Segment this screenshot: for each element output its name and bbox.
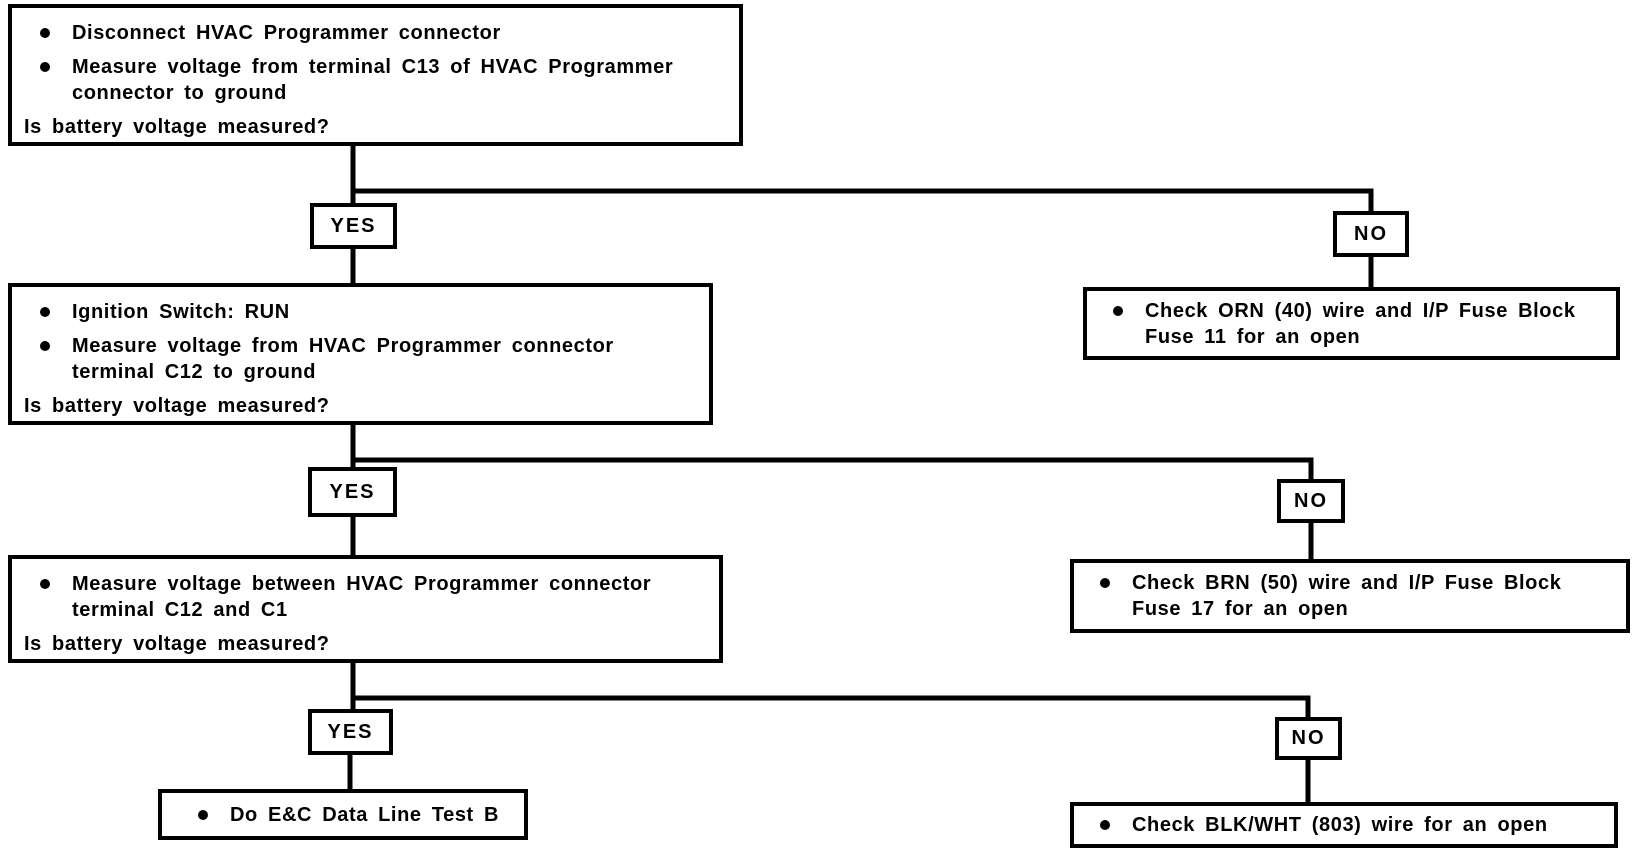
step1-bullet-1: Disconnect HVAC Programmer connector — [40, 20, 731, 46]
step3-question-text: Is battery voltage measured? — [24, 633, 330, 655]
bullet-icon — [40, 62, 50, 72]
bullet-text: Measure voltage from terminal C13 of HVA… — [72, 56, 674, 104]
bullet-text: Measure voltage from HVAC Programmer con… — [72, 335, 614, 383]
action-text: Check BLK/WHT (803) wire for an open — [1132, 814, 1548, 836]
bullet-icon — [40, 28, 50, 38]
step1-no-action-box: Check ORN (40) wire and I/P Fuse Block F… — [1083, 287, 1620, 360]
step3-bullet-1: Measure voltage between HVAC Programmer … — [40, 571, 711, 623]
step3-yes-action-box: Do E&C Data Line Test B — [158, 789, 528, 840]
action-bullet: Check ORN (40) wire and I/P Fuse Block F… — [1113, 298, 1576, 350]
step2-bullet-1: Ignition Switch: RUN — [40, 299, 701, 325]
action-bullet: Check BRN (50) wire and I/P Fuse Block F… — [1100, 570, 1561, 622]
bullet-icon — [1100, 578, 1110, 588]
step1-question-box: Disconnect HVAC Programmer connector Mea… — [8, 4, 743, 146]
bullet-icon — [1100, 820, 1110, 830]
step2-no-action-box: Check BRN (50) wire and I/P Fuse Block F… — [1070, 559, 1630, 633]
action-text: Check BRN (50) wire and I/P Fuse Block F… — [1132, 572, 1562, 620]
step2-bullet-2: Measure voltage from HVAC Programmer con… — [40, 333, 701, 385]
bullet-text: Measure voltage between HVAC Programmer … — [72, 573, 652, 621]
step2-question-box: Ignition Switch: RUN Measure voltage fro… — [8, 283, 713, 425]
action-bullet: Do E&C Data Line Test B — [198, 802, 499, 828]
connector-step2-to-no2 — [353, 457, 1314, 479]
step2-yes-label: YES — [308, 467, 397, 517]
bullet-icon — [40, 579, 50, 589]
step1-yes-label: YES — [310, 203, 397, 249]
bullet-icon — [40, 307, 50, 317]
connector-step1-to-no1 — [353, 188, 1374, 211]
bullet-icon — [198, 809, 208, 820]
bullet-icon — [40, 341, 50, 351]
step1-question-text: Is battery voltage measured? — [24, 116, 330, 138]
step2-no-label: NO — [1277, 479, 1345, 523]
bullet-text: Ignition Switch: RUN — [72, 301, 290, 323]
step3-question-box: Measure voltage between HVAC Programmer … — [8, 555, 723, 663]
step2-question-text: Is battery voltage measured? — [24, 395, 330, 417]
action-bullet: Check BLK/WHT (803) wire for an open — [1100, 812, 1548, 838]
action-text: Do E&C Data Line Test B — [230, 803, 500, 826]
bullet-text: Disconnect HVAC Programmer connector — [72, 22, 501, 44]
connector-step3-to-no3 — [353, 695, 1311, 717]
step1-no-label: NO — [1333, 211, 1409, 257]
step3-no-action-box: Check BLK/WHT (803) wire for an open — [1070, 802, 1618, 848]
step3-yes-label: YES — [308, 709, 393, 755]
step1-bullet-2: Measure voltage from terminal C13 of HVA… — [40, 54, 731, 106]
action-text: Check ORN (40) wire and I/P Fuse Block F… — [1145, 299, 1576, 348]
bullet-icon — [1113, 305, 1123, 316]
step3-no-label: NO — [1275, 717, 1342, 760]
